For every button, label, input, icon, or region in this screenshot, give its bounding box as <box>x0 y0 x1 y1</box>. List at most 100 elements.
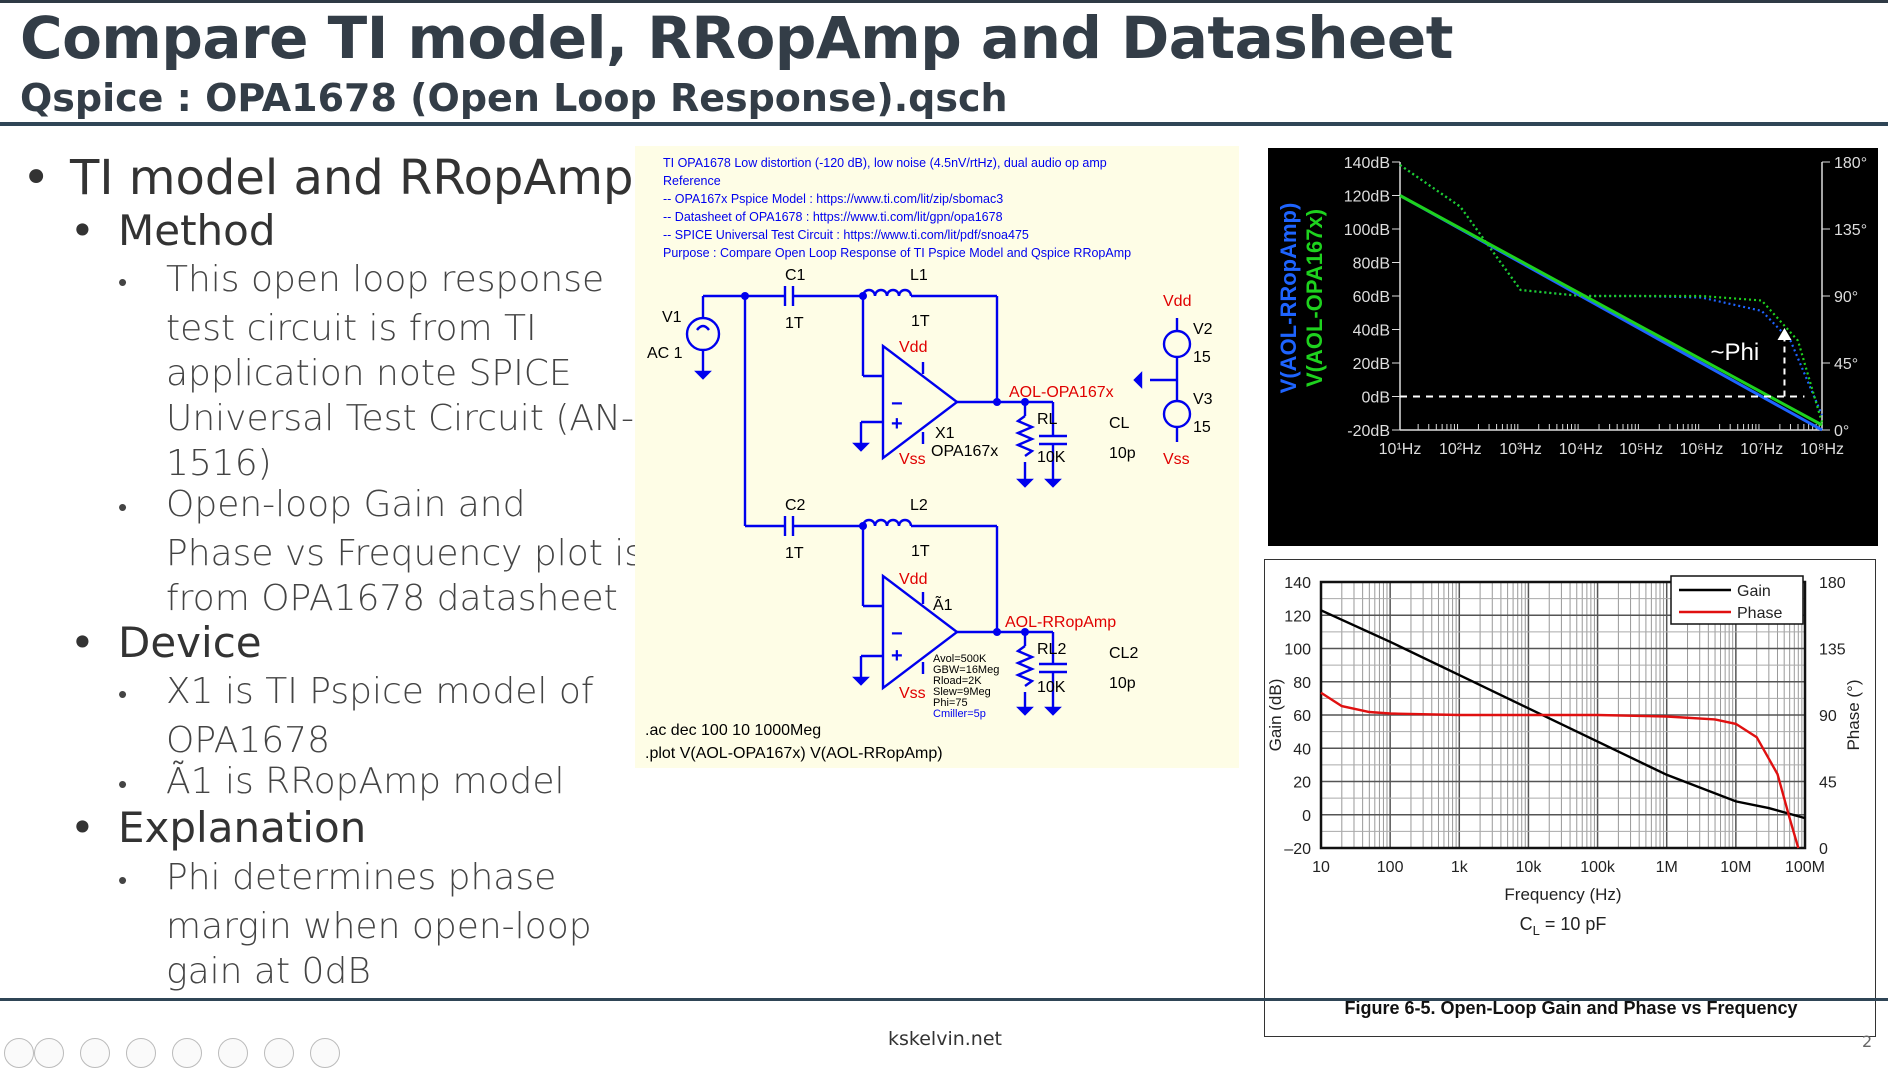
y-tick-label: 100 <box>1284 642 1311 659</box>
param: Phi=75 <box>933 697 968 709</box>
legend-label: Phase <box>1737 605 1782 622</box>
param: GBW=16Meg <box>933 664 999 676</box>
slide-number: 2 <box>1862 1032 1873 1051</box>
label-cl2: CL2 <box>1109 645 1138 662</box>
label-c1-value: 1T <box>785 315 804 332</box>
slide-subtitle: Qspice : OPA1678 (Open Loop Response).qs… <box>20 76 1008 120</box>
label-rl-value: 10K <box>1037 449 1066 466</box>
bullet-text: Device <box>118 618 262 667</box>
opamp-pins: −+ −+ <box>891 393 903 667</box>
x-tick-label: 100k <box>1580 859 1616 876</box>
label-v2-value: 15 <box>1193 349 1211 366</box>
label-vss: Vss <box>899 451 926 468</box>
bullet-l3: •Ã1 is RRopAmp model <box>118 759 565 808</box>
phase-line <box>1399 164 1824 423</box>
label-cl: CL <box>1109 415 1130 432</box>
label-vss: Vss <box>899 685 926 702</box>
previous-icon[interactable] <box>4 1038 34 1068</box>
y2-tick-label: 45 <box>1819 775 1837 792</box>
pen-icon[interactable] <box>80 1038 110 1068</box>
label-a1: Ã1 <box>933 594 953 614</box>
y2-tick-label: 135 <box>1819 642 1846 659</box>
zoom-icon[interactable] <box>172 1038 202 1068</box>
condition-label: CL = 10 pF <box>1520 914 1607 938</box>
y-tick-label: 140dB <box>1344 155 1390 172</box>
label-vdd: Vdd <box>1163 293 1191 310</box>
bullet-l2: •Device <box>70 618 262 667</box>
y-tick-label: -20dB <box>1347 423 1390 440</box>
y2-tick-label: 90° <box>1834 289 1858 306</box>
bullet-l2: •Explanation <box>70 803 367 852</box>
ac-command: .ac dec 100 10 1000Meg <box>645 722 821 739</box>
param: Slew=9Meg <box>933 686 991 698</box>
y-axis-label: V(AOL-OPA167x) <box>1302 209 1327 387</box>
net-label-aol-rropamp: AOL-RRopAmp <box>1005 614 1116 631</box>
param: Avol=500K <box>933 653 987 665</box>
param-cmiller: Cmiller=5p <box>933 708 986 720</box>
bullet-line: application note SPICE <box>166 353 572 394</box>
svg-text:−: − <box>891 623 903 645</box>
label-cl2-value: 10p <box>1109 675 1136 692</box>
y-tick-label: 60dB <box>1353 289 1390 306</box>
series-line <box>1320 609 1806 820</box>
bullet-l3: •This open loop response test circuit is … <box>118 257 634 486</box>
y-axis-label: Gain (dB) <box>1266 679 1285 752</box>
bullet-line: test circuit is from TI <box>166 308 537 349</box>
label-v3: V3 <box>1193 391 1213 408</box>
qspice-schematic: TI OPA1678 Low distortion (-120 dB), low… <box>635 146 1239 768</box>
y-tick-label: 20dB <box>1353 356 1390 373</box>
bullet-text: Explanation <box>118 803 367 852</box>
bullet-line: •X1 is TI Pspice model of <box>118 671 594 712</box>
phi-annotation: ~Phi <box>1710 339 1759 366</box>
label-vss: Vss <box>1163 451 1190 468</box>
label-rl2: RL2 <box>1037 641 1066 658</box>
bullet-line: •Phi determines phase <box>118 857 557 898</box>
y-tick-label: 0dB <box>1362 390 1390 407</box>
y2-tick-label: 180 <box>1819 575 1846 592</box>
x-tick-label: 1k <box>1451 859 1469 876</box>
comment-line: Reference <box>663 174 721 188</box>
label-rl: RL <box>1037 411 1058 428</box>
y-tick-label: 80dB <box>1353 256 1390 273</box>
x-tick-label: 10⁵Hz <box>1619 441 1663 458</box>
footer-divider <box>0 998 1888 1001</box>
net-label-aol-opa167x: AOL-OPA167x <box>1009 384 1114 401</box>
label-cl-value: 10p <box>1109 445 1136 462</box>
bullet-line: Phase vs Frequency plot is <box>166 533 644 574</box>
camera-icon[interactable] <box>264 1038 294 1068</box>
more-icon[interactable] <box>310 1038 340 1068</box>
label-x1-model: OPA167x <box>931 443 998 460</box>
y-tick-label: 0 <box>1302 808 1311 825</box>
rropamp-params: Avol=500K GBW=16Meg Rload=2K Slew=9Meg P… <box>933 653 999 720</box>
bullet-line: •This open loop response <box>118 259 605 300</box>
y-axis-label: V(AOL-RRopAmp) <box>1276 203 1301 394</box>
y-tick-label: 100dB <box>1344 222 1390 239</box>
schematic-red-labels: Vdd Vss Vdd Vss Vdd Vss AOL-OPA167x AOL-… <box>899 293 1191 702</box>
y-tick-label: 60 <box>1293 708 1311 725</box>
bullet-line: from OPA1678 datasheet <box>166 578 618 619</box>
x-tick-label: 10⁶Hz <box>1679 441 1723 458</box>
bullet-l2: •Method <box>70 206 276 255</box>
bullet-line: OPA1678 <box>166 720 330 761</box>
footer-text: kskelvin.net <box>888 1028 1002 1050</box>
next-icon[interactable] <box>34 1038 64 1068</box>
comment-line: -- Datasheet of OPA1678 : https://www.ti… <box>663 210 1003 224</box>
bullet-l3: •X1 is TI Pspice model of OPA1678 <box>118 669 594 763</box>
slides-icon[interactable] <box>126 1038 156 1068</box>
y-tick-label: 140 <box>1284 575 1311 592</box>
bullet-line: •Ã1 is RRopAmp model <box>118 761 565 802</box>
x-axis-label: Frequency (Hz) <box>1504 885 1621 904</box>
label-vdd: Vdd <box>899 571 927 588</box>
subtitles-icon[interactable] <box>218 1038 248 1068</box>
label-vdd: Vdd <box>899 339 927 356</box>
figure-caption: Figure 6-5. Open-Loop Gain and Phase vs … <box>1344 998 1797 1018</box>
bullet-line: margin when open-loop <box>166 906 592 947</box>
bullet-line: gain at 0dB <box>166 951 371 992</box>
legend-box <box>1670 575 1804 625</box>
y2-tick-label: 45° <box>1834 356 1858 373</box>
legend-label: Gain <box>1737 583 1771 600</box>
plot-command: .plot V(AOL-OPA167x) V(AOL-RRopAmp) <box>645 745 943 762</box>
y2-axis-label: Phase (°) <box>1844 679 1863 750</box>
